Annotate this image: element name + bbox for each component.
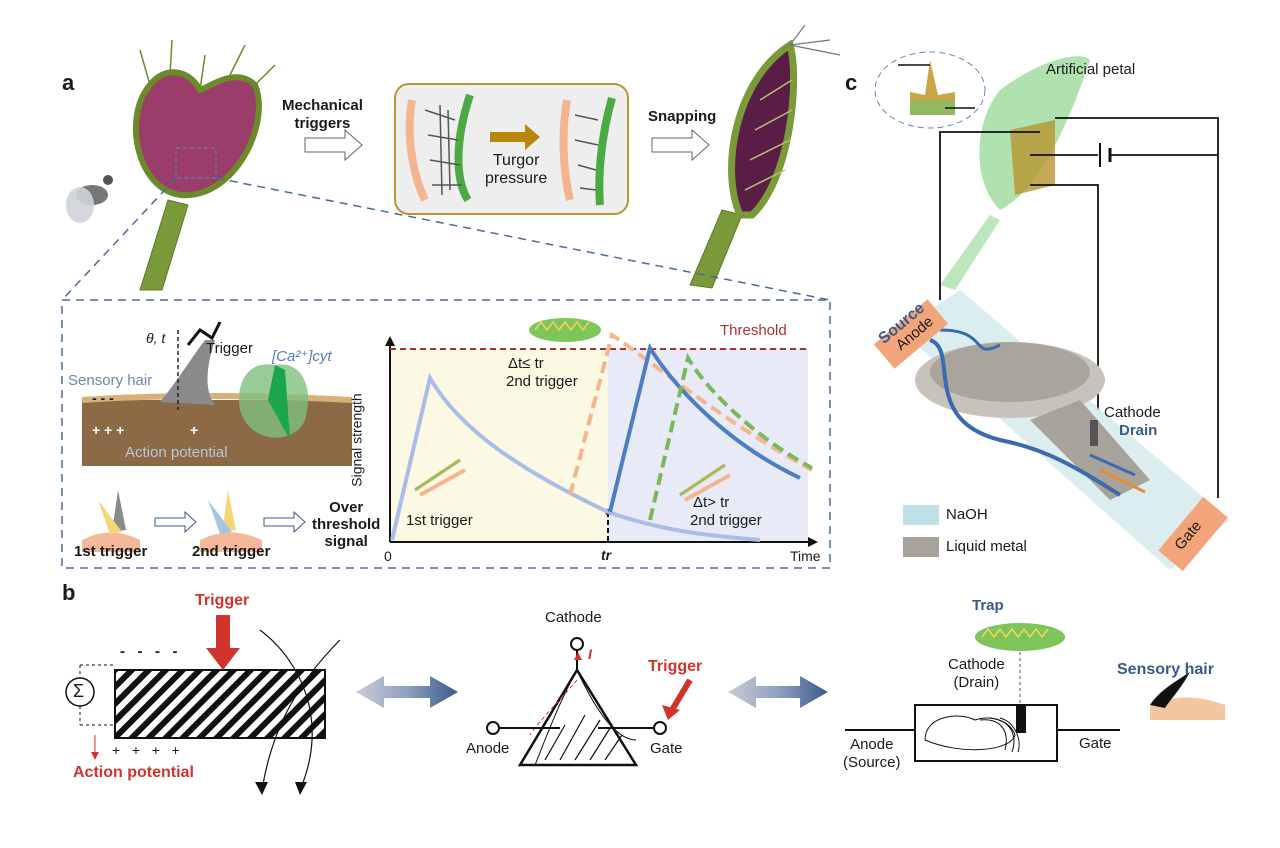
dt-gt-label: Δt> tr <box>693 494 730 511</box>
panel-c-letter: c <box>845 70 858 95</box>
artificial-petal-label: Artificial petal <box>1046 61 1136 78</box>
b-trigger2-label: Trigger <box>648 658 703 675</box>
inset-border <box>61 299 831 569</box>
panel-b-letter: b <box>62 580 76 605</box>
inset-plus-single: + <box>190 422 199 438</box>
inset-trigger-label: Trigger <box>206 340 253 357</box>
legend-naoh-swatch <box>903 505 939 525</box>
open-trap-shape <box>133 69 262 199</box>
anode-source-label: Anode (Source) <box>843 736 901 771</box>
first-trigger-curve <box>390 372 761 542</box>
sensory-hair-shape <box>160 340 215 405</box>
transistor-triangle <box>517 667 639 767</box>
b-action-potential-label: Action potential <box>73 764 194 781</box>
trap-label: Trap <box>972 597 1004 614</box>
early-second-trigger-curve <box>568 331 813 496</box>
graph-origin: 0 <box>384 548 392 564</box>
calcium-label: [Ca²⁺]cyt <box>272 348 332 365</box>
b-sensory-hair-label: Sensory hair <box>1117 661 1214 678</box>
legend-naoh-label: NaOH <box>946 506 988 523</box>
b-plus-signs: + + + + <box>112 742 180 758</box>
b-current-label: I <box>588 646 592 662</box>
dt-le-label: Δt≤ tr <box>508 355 544 372</box>
b-minus-signs: - - - - <box>120 643 178 660</box>
b-gate-label: Gate <box>650 740 683 757</box>
drain-label: Drain <box>1119 422 1158 439</box>
b-anode-label: Anode <box>466 740 510 757</box>
late-second-trigger-curve <box>648 352 813 521</box>
mechanical-triggers-label: Mechanical triggers <box>282 97 363 132</box>
b-trigger-label: Trigger <box>195 592 250 609</box>
trigger-arrow-b <box>206 615 240 670</box>
theta-t-label: θ, t <box>146 330 166 346</box>
inset-action-potential-label: Action potential <box>125 444 228 461</box>
sigma-icon: Σ <box>73 681 85 701</box>
second-trigger-label: 2nd trigger <box>192 543 271 560</box>
threshold-label: Threshold <box>720 322 787 339</box>
axon-bar <box>114 669 326 739</box>
graph-tr-label: tr <box>601 547 612 563</box>
cathode-label: Cathode <box>1104 404 1161 421</box>
b-cathode-label: Cathode <box>545 609 602 626</box>
graph-first-trigger-label: 1st trigger <box>406 512 473 529</box>
summed-signal-curve <box>608 342 801 513</box>
inset-minus-signs: - - - <box>92 390 114 406</box>
inset-sensory-hair-label: Sensory hair <box>68 372 153 389</box>
snapping-label: Snapping <box>648 108 717 125</box>
legend-liquid-metal-swatch <box>903 537 939 557</box>
fly-icon <box>66 175 113 223</box>
panel-a-letter: a <box>62 70 75 95</box>
turgor-pressure-label: Turgor pressure <box>485 152 548 187</box>
dt-le-sub-label: 2nd trigger <box>506 373 578 390</box>
inset-plus-signs: + + + <box>92 422 125 438</box>
over-threshold-label: Over threshold signal <box>312 499 381 550</box>
first-trigger-label: 1st trigger <box>74 543 148 560</box>
graph-xlabel: Time <box>790 548 821 564</box>
legend-liquid-metal-label: Liquid metal <box>946 538 1027 555</box>
dt-gt-sub-label: 2nd trigger <box>690 512 762 529</box>
b-gate2-label: Gate <box>1079 735 1112 752</box>
cathode-drain-label: Cathode (Drain) <box>948 656 1005 691</box>
